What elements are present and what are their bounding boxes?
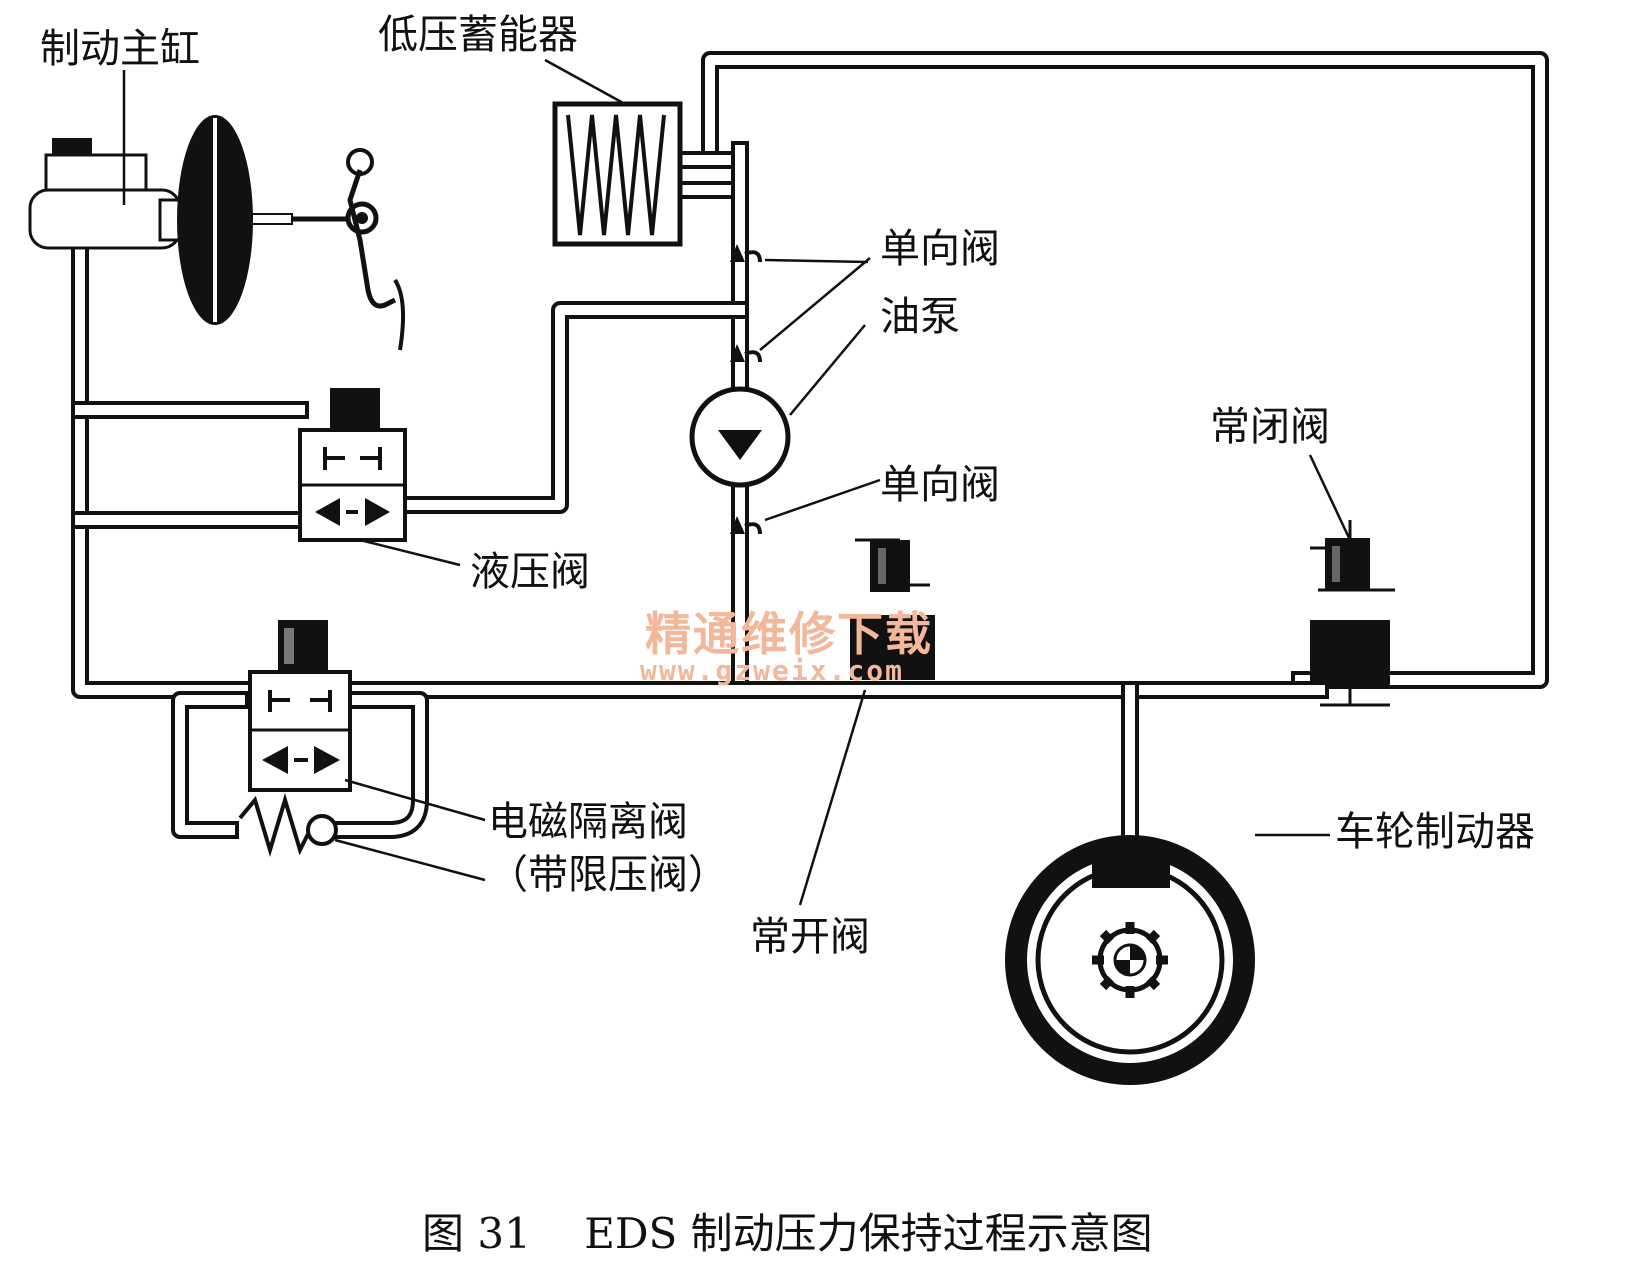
label-low-pressure-accumulator: 低压蓄能器 [378,12,578,58]
label-wheel-brake: 车轮制动器 [1335,809,1535,855]
hydraulic-lines [71,51,1549,869]
label-solenoid-isolation-valve: 电磁隔离阀 [488,799,688,845]
oil-pump [689,324,866,488]
wheel-brake [1005,833,1330,1085]
label-master-cylinder: 制动主缸 [40,26,200,72]
check-valve-bottom [730,516,762,535]
low-pressure-accumulator [544,58,683,247]
hydraulic-valve [298,388,461,567]
label-check-valve-bottom: 单向阀 [880,462,1000,508]
check-valve-middle [730,344,762,363]
check-valve-top [730,244,762,263]
watermark-url: www.gzweix.com [640,654,904,687]
label-check-valve-top: 单向阀 [880,226,1000,272]
master-cylinder-assembly [28,70,405,351]
label-pressure-limiting-valve: （带限压阀） [488,852,728,898]
label-normally-closed-valve: 常闭阀 [1210,404,1330,450]
gear-icon [1092,922,1168,998]
normally-closed-valve [1308,454,1395,707]
figure-caption: 图 31 EDS 制动压力保持过程示意图 [422,1209,1153,1258]
label-oil-pump: 油泵 [880,294,960,340]
label-hydraulic-valve: 液压阀 [470,549,590,595]
solenoid-isolation-valve [238,620,486,882]
watermark-title: 精通维修下载 [645,607,933,661]
normally-open-valve [798,538,935,906]
label-normally-open-valve: 常开阀 [750,914,870,960]
